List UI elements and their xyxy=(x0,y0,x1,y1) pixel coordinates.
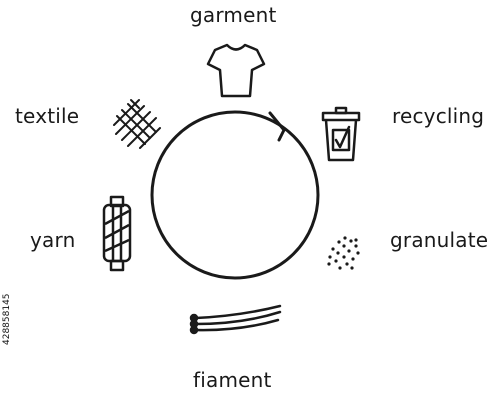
label-granulate: granulate xyxy=(390,228,489,252)
recycling-bin-icon xyxy=(321,106,361,162)
granulate-icon xyxy=(327,236,360,270)
filament-icon xyxy=(189,304,282,335)
label-yarn: yarn xyxy=(30,228,76,252)
t-shirt-icon xyxy=(206,43,266,98)
label-filament: fiament xyxy=(193,368,272,392)
label-textile: textile xyxy=(15,104,80,128)
stock-id-text: 428858145 xyxy=(2,293,12,345)
label-garment: garment xyxy=(190,3,277,27)
textile-weave-icon xyxy=(113,99,161,149)
cycle-circle xyxy=(150,110,320,280)
yarn-spool-icon xyxy=(102,195,132,272)
cycle-arrow-icon xyxy=(268,111,286,142)
label-recycling: recycling xyxy=(392,104,485,128)
